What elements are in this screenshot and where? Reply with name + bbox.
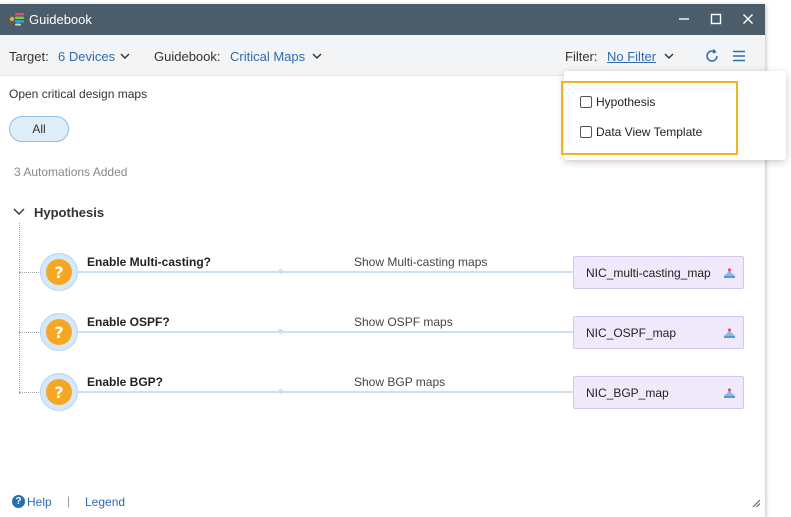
- map-icon: [724, 268, 735, 278]
- map-name: NIC_multi-casting_map: [586, 266, 711, 280]
- minimize-button[interactable]: [672, 8, 696, 30]
- filter-dropdown-menu: [564, 71, 786, 160]
- flow-connector-dot: [278, 269, 283, 274]
- branch-label: Show Multi-casting maps: [354, 255, 488, 269]
- map-icon: [724, 328, 735, 338]
- question-icon: ?: [46, 319, 72, 345]
- chevron-down-icon[interactable]: [311, 50, 323, 62]
- chevron-down-icon[interactable]: [12, 206, 26, 218]
- tree-vertical-line: [19, 223, 20, 394]
- section-title-hypothesis: Hypothesis: [34, 205, 105, 220]
- filter-dropdown[interactable]: No Filter: [607, 49, 657, 64]
- resize-grip-icon[interactable]: [751, 498, 761, 508]
- map-card[interactable]: NIC_BGP_map: [573, 376, 744, 409]
- chevron-down-icon[interactable]: [663, 50, 675, 62]
- hypothesis-node[interactable]: ?: [40, 253, 78, 291]
- flow-connector: [78, 331, 574, 333]
- flow-connector: [78, 391, 574, 393]
- chevron-down-icon[interactable]: [119, 50, 131, 62]
- target-label: Target:: [9, 49, 49, 64]
- checkbox[interactable]: [580, 126, 592, 138]
- map-name: NIC_BGP_map: [586, 386, 669, 400]
- close-button[interactable]: [736, 8, 760, 30]
- question-icon: ?: [46, 379, 72, 405]
- automation-count: 3 Automations Added: [14, 165, 128, 179]
- map-icon: [724, 388, 735, 398]
- hypothesis-node[interactable]: ?: [40, 373, 78, 411]
- target-dropdown[interactable]: 6 Devices: [58, 49, 116, 64]
- hypothesis-question: Enable OSPF?: [87, 315, 170, 329]
- menu-button[interactable]: [729, 46, 749, 66]
- question-icon: ?: [46, 259, 72, 285]
- title-bar: Guidebook: [0, 4, 765, 35]
- flow-connector-dot: [278, 389, 283, 394]
- guidebook-app-icon: [9, 13, 24, 26]
- guidebook-label: Guidebook:: [154, 49, 221, 64]
- highlight-box: [561, 81, 738, 155]
- map-card[interactable]: NIC_multi-casting_map: [573, 256, 744, 289]
- checkbox[interactable]: [580, 96, 592, 108]
- toolbar: Target: 6 Devices Guidebook: Critical Ma…: [0, 35, 765, 76]
- tree-branch-line: [19, 332, 41, 333]
- filter-label: Filter:: [565, 49, 598, 64]
- filter-option-label: Data View Template: [596, 125, 703, 139]
- guidebook-dropdown[interactable]: Critical Maps: [230, 49, 306, 64]
- map-card[interactable]: NIC_OSPF_map: [573, 316, 744, 349]
- hypothesis-question: Enable BGP?: [87, 375, 164, 389]
- tree-branch-line: [19, 392, 41, 393]
- filter-option-hypothesis[interactable]: Hypothesis: [580, 95, 655, 109]
- help-icon[interactable]: ?: [12, 495, 25, 508]
- hypothesis-question: Enable Multi-casting?: [87, 255, 212, 269]
- flow-connector-dot: [278, 329, 283, 334]
- filter-option-label: Hypothesis: [596, 95, 656, 109]
- minimize-icon: [679, 18, 689, 20]
- footer-separator: |: [67, 494, 71, 508]
- maximize-button[interactable]: [704, 8, 728, 30]
- branch-label: Show BGP maps: [354, 375, 446, 389]
- map-name: NIC_OSPF_map: [586, 326, 677, 340]
- refresh-button[interactable]: [702, 46, 722, 66]
- tree-branch-line: [19, 272, 41, 273]
- filter-option-data-view-template[interactable]: Data View Template: [580, 125, 702, 139]
- branch-label: Show OSPF maps: [354, 315, 453, 329]
- filter-pill-all[interactable]: All: [9, 116, 69, 142]
- refresh-icon: [706, 49, 718, 62]
- hypothesis-node[interactable]: ?: [40, 313, 78, 351]
- guidebook-description: Open critical design maps: [9, 87, 148, 101]
- help-link[interactable]: Help: [27, 495, 52, 509]
- window-title: Guidebook: [29, 12, 92, 27]
- legend-link[interactable]: Legend: [85, 495, 126, 509]
- close-icon: [743, 14, 753, 24]
- maximize-icon: [710, 13, 722, 25]
- hamburger-menu-icon: [733, 50, 745, 62]
- flow-connector: [78, 271, 574, 273]
